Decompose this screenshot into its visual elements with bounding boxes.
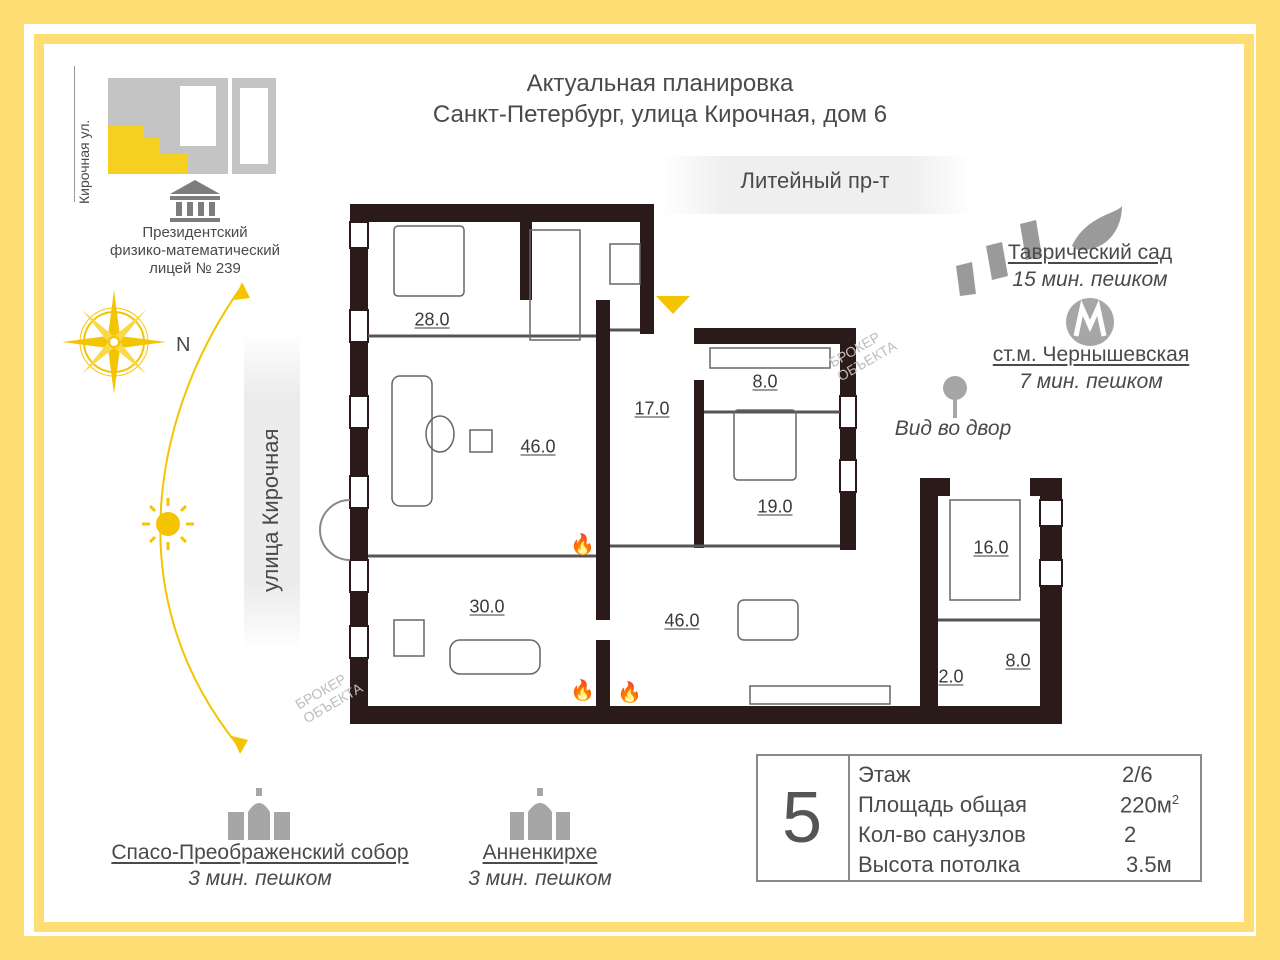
- room-area-17: 17.0: [634, 398, 670, 419]
- building-minimap: [74, 66, 276, 202]
- church-name: Анненкирхе: [482, 841, 598, 864]
- north-label: N: [176, 334, 191, 356]
- lyceum-line-2: физико-математический: [110, 242, 280, 259]
- metro-name: ст.м. Чернышевская: [992, 343, 1190, 366]
- info-label-area: Площадь общая: [858, 792, 1027, 817]
- room-area-16: 16.0: [973, 537, 1009, 558]
- lyceum-line-1: Президентский: [142, 224, 248, 241]
- room-area-46-living: 46.0: [520, 436, 556, 457]
- sun-path-diagram: [62, 282, 250, 754]
- cathedral-icon: [228, 788, 290, 840]
- room-area-46-kitchen: 46.0: [664, 610, 700, 631]
- broker-logo-icon: [956, 206, 1122, 296]
- left-street-label: улица Кирочная: [258, 428, 283, 592]
- garden-time: 15 мин. пешком: [1012, 268, 1168, 291]
- floor-number: 5: [756, 754, 850, 882]
- lyceum-line-3: лицей № 239: [149, 260, 241, 277]
- metro-time: 7 мин. пешком: [1019, 370, 1163, 393]
- inner-frame: [34, 34, 1254, 932]
- info-value-bathrooms: 2: [1124, 822, 1137, 847]
- location-pin-icon: [943, 376, 967, 418]
- room-area-2: 2.0: [938, 666, 964, 687]
- room-area-30: 30.0: [469, 596, 505, 617]
- info-label-ceiling: Высота потолка: [858, 852, 1021, 877]
- fireplace-icon: 🔥: [617, 682, 642, 704]
- left-street-bar: [244, 332, 300, 650]
- street-top-label: Литейный пр-т: [740, 168, 890, 193]
- room-area-8-wardrobe: 8.0: [752, 371, 778, 392]
- metro-icon: [1066, 298, 1114, 346]
- info-value-floor: 2/6: [1122, 762, 1153, 787]
- garden-name: Таврический сад: [1007, 241, 1173, 264]
- area-superscript: 2: [1171, 792, 1180, 807]
- church-time: 3 мин. пешком: [468, 867, 612, 890]
- minimap-street-label: Кирочная ул.: [76, 119, 92, 204]
- page-subtitle: Санкт-Петербург, улица Кирочная, дом 6: [432, 101, 888, 128]
- floor-plan: [319, 204, 1063, 724]
- info-value-ceiling: 3.5м: [1126, 852, 1172, 877]
- lyceum-icon: [170, 180, 220, 222]
- fireplace-icon: 🔥: [570, 534, 595, 556]
- cathedral-name: Спасо-Преображенский собор: [111, 841, 409, 864]
- room-area-8-bath: 8.0: [1005, 650, 1031, 671]
- cathedral-time: 3 мин. пешком: [188, 867, 332, 890]
- info-label-bathrooms: Кол-во санузлов: [858, 822, 1026, 847]
- church-icon: [510, 788, 570, 840]
- info-value-area: 220м2: [1120, 792, 1179, 818]
- info-box: [756, 754, 1202, 882]
- view-label: Вид во двор: [894, 417, 1012, 440]
- street-top-bar: [662, 156, 972, 214]
- area-value: 220м: [1120, 792, 1172, 818]
- room-area-28: 28.0: [414, 309, 450, 330]
- lyceum-label: Президентский физико-математический лице…: [80, 224, 310, 278]
- room-area-19: 19.0: [757, 496, 793, 517]
- page-title: Актуальная планировка: [526, 70, 794, 97]
- info-label-floor: Этаж: [858, 762, 911, 787]
- fireplace-icon: 🔥: [570, 680, 595, 702]
